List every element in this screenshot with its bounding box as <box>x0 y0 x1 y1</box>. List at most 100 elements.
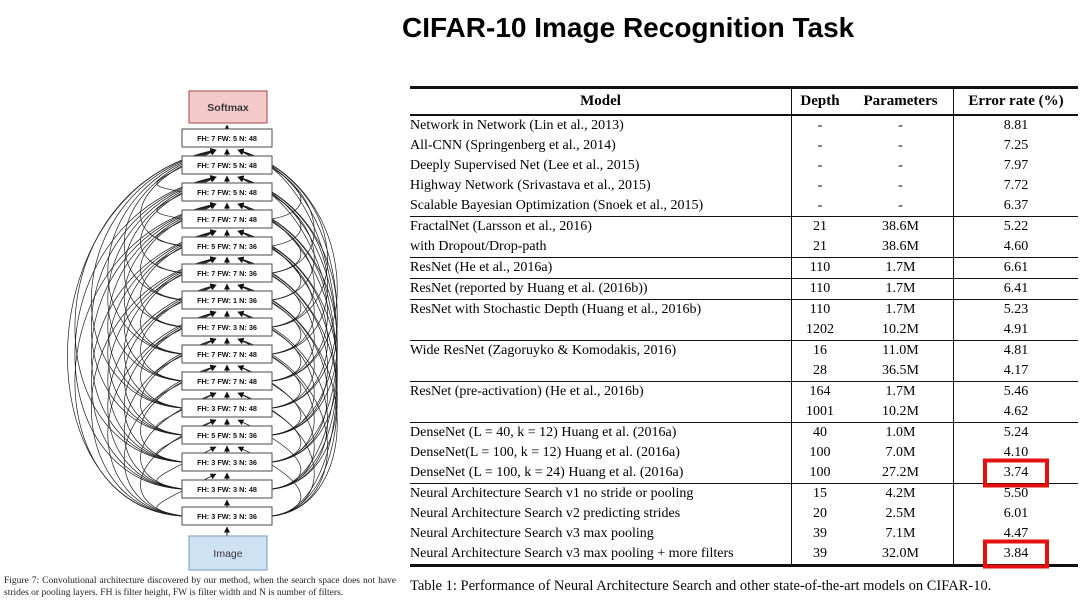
cell-depth: - <box>791 115 848 136</box>
skip-connection-arc <box>123 256 217 409</box>
cell-error: 4.10 <box>953 443 1078 463</box>
cell-depth: 39 <box>791 524 848 544</box>
cell-params: 38.6M <box>882 239 919 254</box>
col-header-parameters: Parameters <box>848 87 954 116</box>
conv-layer-label: FH: 7 FW: 7 N: 48 <box>197 215 257 224</box>
cell-model: FractalNet (Larsson et al., 2016) <box>410 216 792 237</box>
cell-error: 7.72 <box>953 176 1078 196</box>
skip-connection-arc <box>237 229 338 517</box>
conv-layer-label: FH: 7 FW: 1 N: 36 <box>197 296 257 305</box>
skip-connection-arc <box>123 364 217 517</box>
table-row: Highway Network (Srivastava et al., 2015… <box>410 176 1078 196</box>
cell-depth: - <box>791 156 848 176</box>
cell-params: 1.0M <box>848 422 954 443</box>
cell-params: 1.7M <box>848 257 954 279</box>
cell-depth: 20 <box>791 504 848 524</box>
conv-layer-label: FH: 7 FW: 7 N: 48 <box>197 377 257 386</box>
table-row: Neural Architecture Search v2 predicting… <box>410 504 1078 524</box>
cell-error: 5.23 <box>953 299 1078 320</box>
figure-caption: Figure 7: Convolutional architecture dis… <box>4 576 396 598</box>
cell-params: 7.0M <box>885 445 916 460</box>
cell-depth: 110 <box>791 299 848 320</box>
cell-depth: 100 <box>791 443 848 463</box>
conv-layer-node <box>181 182 273 202</box>
cell-depth: 21 <box>791 216 848 237</box>
cell-depth: 21 <box>791 237 848 258</box>
skip-connection-arc <box>123 229 217 382</box>
cell-error: 4.62 <box>953 402 1078 423</box>
conv-layer-node <box>181 317 273 337</box>
skip-connection-arc <box>107 202 217 409</box>
cell-model: Network in Network (Lin et al., 2013) <box>410 118 624 133</box>
cell-model: Neural Architecture Search v1 no stride … <box>410 483 792 504</box>
cell-params: - <box>898 118 903 133</box>
cell-params: - <box>898 138 903 153</box>
highlight-box <box>983 539 1049 569</box>
cell-error: 4.81 <box>953 340 1078 361</box>
conv-layer-label: FH: 3 FW: 3 N: 48 <box>197 485 257 494</box>
table-group: ResNet with Stochastic Depth (Huang et a… <box>410 299 1078 341</box>
table-header: Model Depth Parameters Error rate (%) <box>410 87 1078 116</box>
cell-error: 5.22 <box>953 216 1078 237</box>
conv-layer-node <box>181 452 273 472</box>
cell-model: ResNet (He et al., 2016a) <box>410 257 792 279</box>
cell-error: 4.17 <box>953 361 1078 382</box>
table-group: ResNet (reported by Huang et al. (2016b)… <box>410 278 1078 300</box>
cell-depth: 110 <box>791 257 848 279</box>
col-header-depth: Depth <box>791 87 848 116</box>
cell-model: ResNet (pre-activation) (He et al., 2016… <box>410 381 792 402</box>
conv-layer-node <box>181 479 273 499</box>
cell-params: 10.2M <box>882 322 919 337</box>
cell-error: 5.50 <box>953 483 1078 504</box>
cell-depth: 164 <box>791 381 848 402</box>
conv-layer-node <box>181 398 273 418</box>
conv-layer-label: FH: 3 FW: 3 N: 36 <box>197 512 257 521</box>
cell-error: 6.01 <box>953 504 1078 524</box>
conv-layer-node <box>181 506 273 526</box>
cell-model <box>410 402 792 423</box>
skip-connection-arc <box>107 148 217 355</box>
cell-depth: 100 <box>791 463 848 484</box>
table-row: Wide ResNet (Zagoruyko & Komodakis, 2016… <box>410 340 1078 361</box>
cell-error: 4.47 <box>953 524 1078 544</box>
conv-layer-node <box>181 371 273 391</box>
cell-params: 1.7M <box>848 278 954 300</box>
col-header-error-rate: Error rate (%) <box>953 87 1078 116</box>
skip-connection-arc <box>237 175 338 517</box>
cell-params: 1.7M <box>848 299 954 320</box>
cell-params: 11.0M <box>848 340 954 361</box>
table-group: Wide ResNet (Zagoruyko & Komodakis, 2016… <box>410 340 1078 382</box>
skip-connection-arc <box>123 175 217 328</box>
table-row: All-CNN (Springenberg et al., 2014)--7.2… <box>410 136 1078 156</box>
cell-depth: - <box>791 176 848 196</box>
table-row: Network in Network (Lin et al., 2013)--8… <box>410 115 1078 136</box>
conv-layer-label: FH: 7 FW: 3 N: 36 <box>197 323 257 332</box>
table-caption: Table 1: Performance of Neural Architect… <box>410 578 992 594</box>
softmax-label: Softmax <box>207 102 249 114</box>
cell-depth: 1202 <box>791 320 848 341</box>
conv-layer-node <box>181 344 273 364</box>
skip-connection-arc <box>123 202 217 355</box>
cell-error: 6.37 <box>953 196 1078 217</box>
table-row: DenseNet (L = 40, k = 12) Huang et al. (… <box>410 422 1078 443</box>
table-row: ResNet with Stochastic Depth (Huang et a… <box>410 299 1078 320</box>
cell-depth: - <box>791 136 848 156</box>
skip-connection-arc <box>123 310 217 463</box>
cell-error: 6.41 <box>953 278 1078 300</box>
cell-params: 27.2M <box>882 465 919 480</box>
cell-error: 7.25 <box>953 136 1078 156</box>
results-table-wrap: Model Depth Parameters Error rate (%) Ne… <box>410 86 1078 569</box>
cell-model: ResNet (reported by Huang et al. (2016b)… <box>410 278 792 300</box>
col-header-model: Model <box>410 87 792 116</box>
conv-layer-label: FH: 5 FW: 5 N: 36 <box>197 431 257 440</box>
skip-connection-arc <box>237 148 338 490</box>
conv-layer-label: FH: 7 FW: 5 N: 48 <box>197 161 257 170</box>
conv-layer-node <box>181 290 273 310</box>
